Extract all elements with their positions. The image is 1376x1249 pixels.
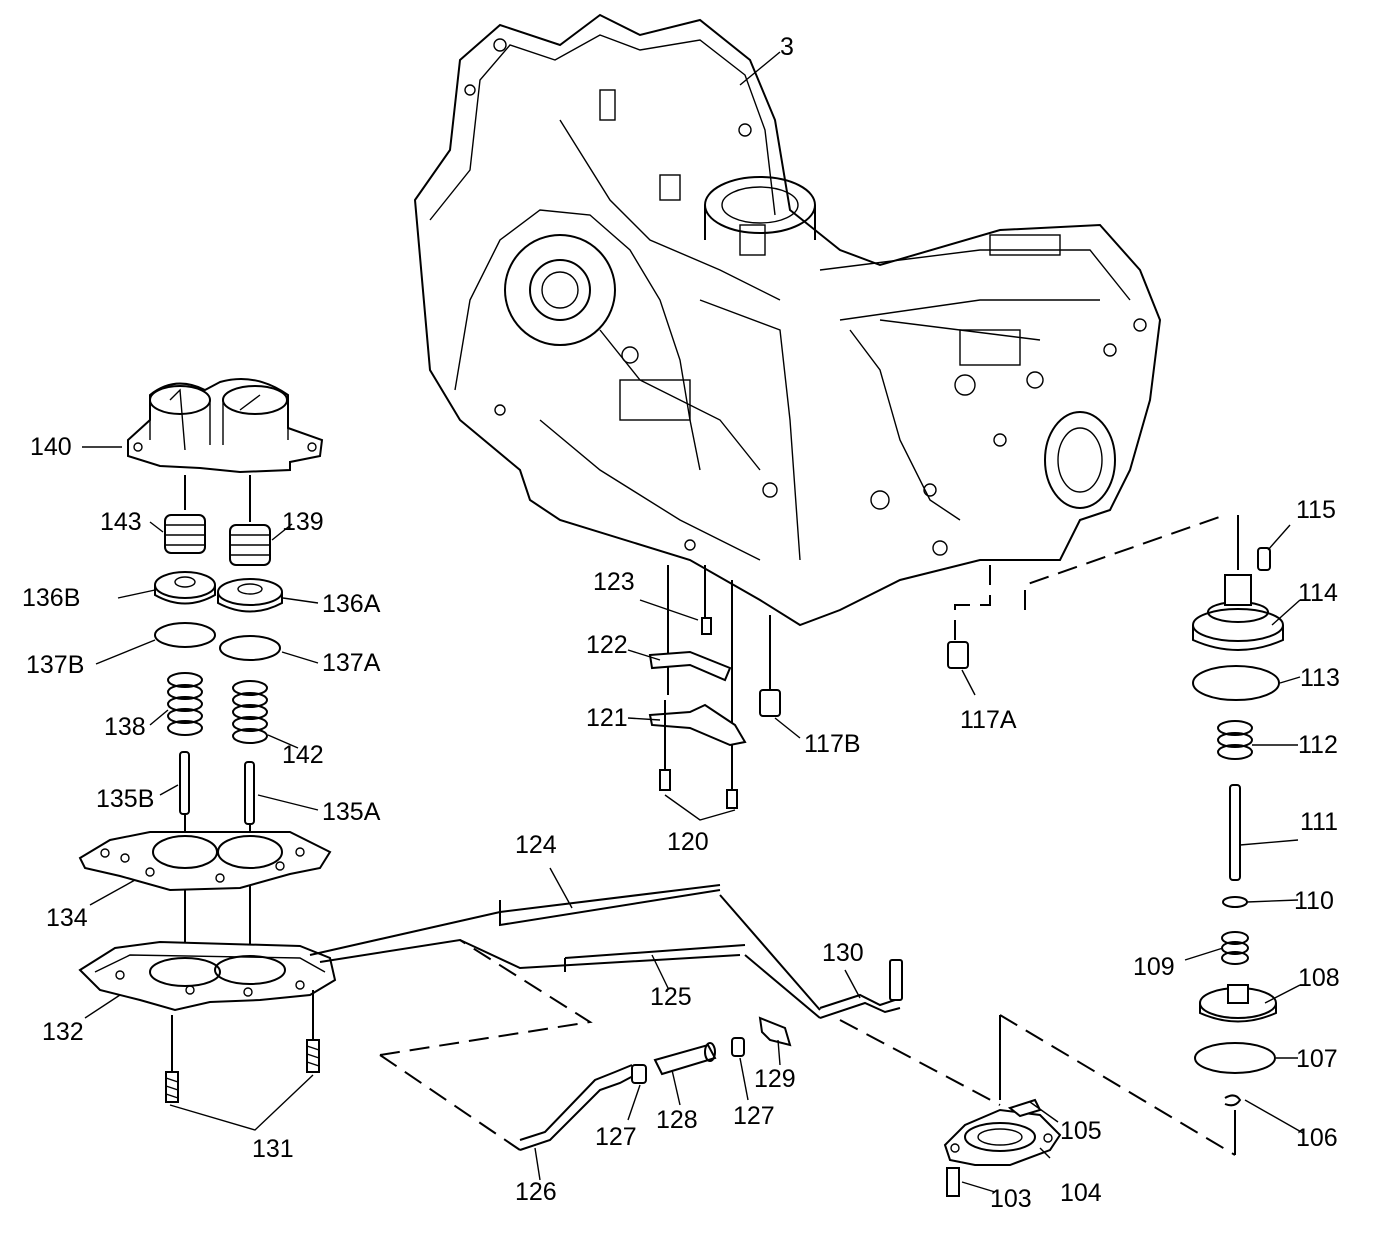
callout-108: 108 [1298,964,1340,992]
bolt-120-right [726,789,738,809]
clip-127-right [731,1037,745,1057]
callout-112: 112 [1298,731,1338,759]
piston-spring-143 [164,514,206,554]
callout-125: 125 [650,983,692,1011]
callout-135B: 135B [96,785,154,813]
snap-ring-106 [1224,1094,1242,1107]
spring-142 [232,680,268,744]
pipe-126-assembly [519,1016,792,1151]
bolt-123 [701,617,712,635]
callout-136B: 136B [22,584,80,612]
piston-136B [154,571,216,605]
plug-117A [947,641,969,669]
callout-132: 132 [42,1018,84,1046]
leader-lines [82,51,1304,1193]
callout-105: 105 [1060,1117,1102,1145]
gasket-134 [78,831,332,892]
seal-107 [1194,1042,1276,1074]
callout-123: 123 [593,568,635,596]
plate-132 [78,940,337,1012]
callout-3: 3 [780,33,794,61]
seal-137B [154,622,216,648]
callout-140: 140 [30,433,72,461]
sleeve-128 [653,1043,717,1076]
axis-line [184,475,251,522]
bolt-120-left [659,769,671,791]
bracket-122 [648,650,732,682]
callout-135A: 135A [322,798,381,826]
callout-121: 121 [586,704,628,732]
ring-110 [1222,896,1248,908]
callout-110: 110 [1294,887,1334,915]
callout-117A: 117A [960,706,1017,734]
spring-109 [1221,931,1249,965]
piston-136A [217,578,283,613]
piston-114 [1192,574,1284,651]
callout-109: 109 [1133,953,1175,981]
callout-111: 111 [1300,808,1338,836]
dashed-alignment-lines [379,514,1236,1156]
callout-126: 126 [515,1178,557,1206]
callout-104: 104 [1060,1179,1102,1207]
pin-135B [179,751,190,815]
axis-line [664,700,733,790]
plug-117B [759,689,781,717]
callout-142: 142 [282,741,324,769]
piston-108 [1199,984,1277,1023]
seal-113 [1192,665,1280,701]
callout-labels: 3 140 143 139 136B 136A 137B 137A 138 14… [22,33,1340,1213]
transmission-case [413,13,1162,627]
callout-103: 103 [990,1185,1032,1213]
piston-spring-139 [229,524,271,566]
callout-136A: 136A [322,590,381,618]
clip-127-left [631,1064,647,1084]
clip-129 [758,1016,792,1047]
callout-143: 143 [100,508,142,536]
seal-137A [219,635,281,661]
callout-131: 131 [252,1135,294,1163]
spring-112 [1217,720,1253,760]
callout-122: 122 [586,631,628,659]
callout-106: 106 [1296,1124,1338,1152]
bleed-115 [1257,547,1271,571]
callout-127-left: 127 [595,1123,637,1151]
pin-111 [1229,784,1241,881]
accumulator-housing [127,378,324,474]
callout-107: 107 [1296,1045,1338,1073]
bolt-131-right [306,990,320,1073]
callout-128: 128 [656,1106,698,1134]
pipe-124-125 [309,884,903,1019]
callout-114: 114 [1298,579,1338,607]
callout-113: 113 [1300,664,1340,692]
callout-117B: 117B [804,730,861,758]
cover-104 [943,1108,1062,1166]
callout-137B: 137B [26,651,84,679]
callout-138: 138 [104,713,146,741]
callout-127-right: 127 [733,1102,775,1130]
callout-129: 129 [754,1065,796,1093]
callout-115: 115 [1296,496,1336,524]
callout-120: 120 [667,828,709,856]
callout-130: 130 [822,939,864,967]
spring-138 [167,672,203,736]
callout-139: 139 [282,508,324,536]
pin-135A [244,761,255,825]
callout-124: 124 [515,831,557,859]
axis-line [667,565,733,790]
bolt-131-left [165,1015,179,1103]
bolt-103 [946,1167,960,1197]
callout-134: 134 [46,904,88,932]
callout-137A: 137A [322,649,381,677]
